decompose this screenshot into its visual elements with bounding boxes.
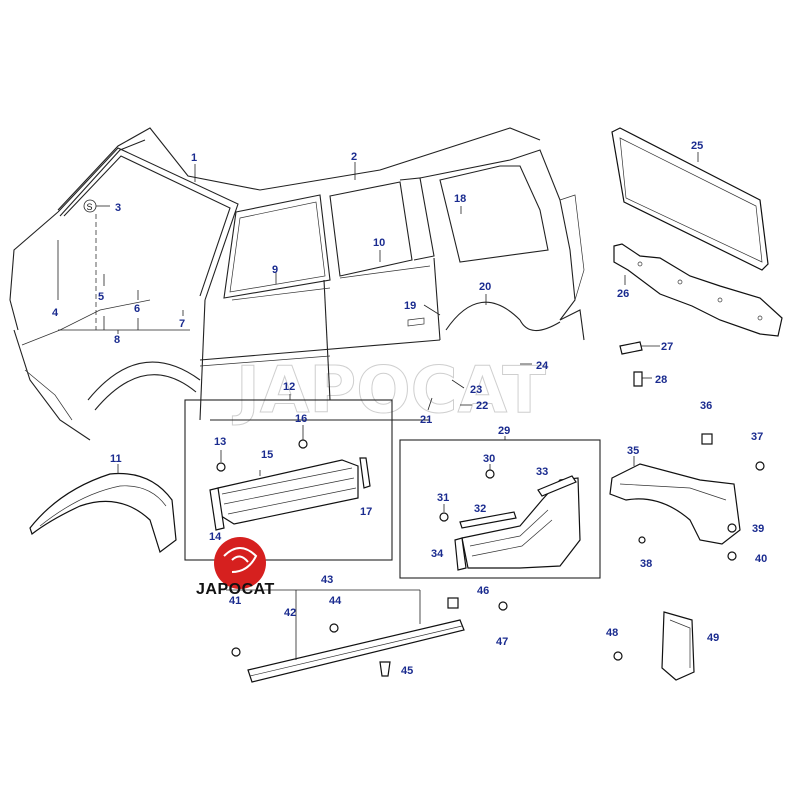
rear-fender-flare [609, 433, 765, 561]
callout-18: 18 [454, 193, 466, 205]
leader-lines [57, 152, 699, 411]
callout-32: 32 [474, 503, 486, 515]
callout-15: 15 [261, 449, 273, 461]
callout-14: 14 [209, 531, 222, 543]
clip-27 [619, 341, 643, 355]
callout-28: 28 [655, 374, 667, 386]
watermark-text: JAPOCAT [232, 354, 546, 428]
rear-glass-seal [611, 127, 769, 271]
callout-49: 49 [707, 632, 719, 644]
callout-2: 2 [351, 151, 357, 163]
callout-22: 22 [476, 400, 488, 412]
callout-20: 20 [479, 281, 491, 293]
callout-45: 45 [401, 665, 413, 677]
front-fender-flare [29, 464, 177, 553]
vehicle-body [9, 127, 585, 441]
callout-35: 35 [627, 445, 639, 457]
callout-labels: 1 2 3 4 5 6 7 8 9 10 11 12 13 14 15 16 1… [52, 140, 767, 677]
box-12 [184, 394, 393, 561]
callout-21: 21 [420, 414, 432, 426]
callout-3: 3 [115, 202, 121, 214]
callout-48: 48 [606, 627, 618, 639]
callout-8: 8 [114, 334, 120, 346]
callout-23: 23 [470, 384, 482, 396]
callout-41: 41 [229, 595, 241, 607]
callout-13: 13 [214, 436, 226, 448]
callout-1: 1 [191, 152, 197, 164]
logo-text: JAPOCAT [196, 581, 275, 598]
svg-text:S: S [87, 202, 93, 212]
callout-11: 11 [110, 453, 122, 465]
callout-38: 38 [640, 558, 652, 570]
rocker-moulding [226, 589, 508, 683]
callout-6: 6 [134, 303, 140, 315]
callout-26: 26 [617, 288, 629, 300]
callout-7: 7 [179, 318, 185, 330]
callout-42: 42 [284, 607, 296, 619]
callout-29: 29 [498, 425, 510, 437]
callout-25: 25 [691, 140, 703, 152]
callout-43: 43 [321, 574, 333, 586]
callout-16: 16 [295, 413, 307, 425]
callout-27: 27 [661, 341, 673, 353]
callout-10: 10 [373, 237, 385, 249]
callout-30: 30 [483, 453, 495, 465]
callout-34: 34 [431, 548, 444, 560]
callout-19: 19 [404, 300, 416, 312]
box-29 [399, 436, 601, 579]
callout-24: 24 [536, 360, 549, 372]
s-badge: S [83, 199, 97, 213]
callout-12: 12 [283, 381, 295, 393]
callout-39: 39 [752, 523, 764, 535]
callout-9: 9 [272, 264, 278, 276]
callout-36: 36 [700, 400, 712, 412]
callout-5: 5 [98, 291, 104, 303]
mud-flap [613, 611, 695, 681]
clip-28 [633, 371, 643, 387]
callout-47: 47 [496, 636, 508, 648]
callout-33: 33 [536, 466, 548, 478]
callout-46: 46 [477, 585, 489, 597]
japocat-logo [214, 537, 266, 589]
rear-moulding [613, 243, 783, 337]
callout-4: 4 [52, 307, 59, 319]
callout-40: 40 [755, 553, 767, 565]
callout-37: 37 [751, 431, 763, 443]
callout-31: 31 [437, 492, 449, 504]
callout-44: 44 [329, 595, 342, 607]
callout-17: 17 [360, 506, 372, 518]
